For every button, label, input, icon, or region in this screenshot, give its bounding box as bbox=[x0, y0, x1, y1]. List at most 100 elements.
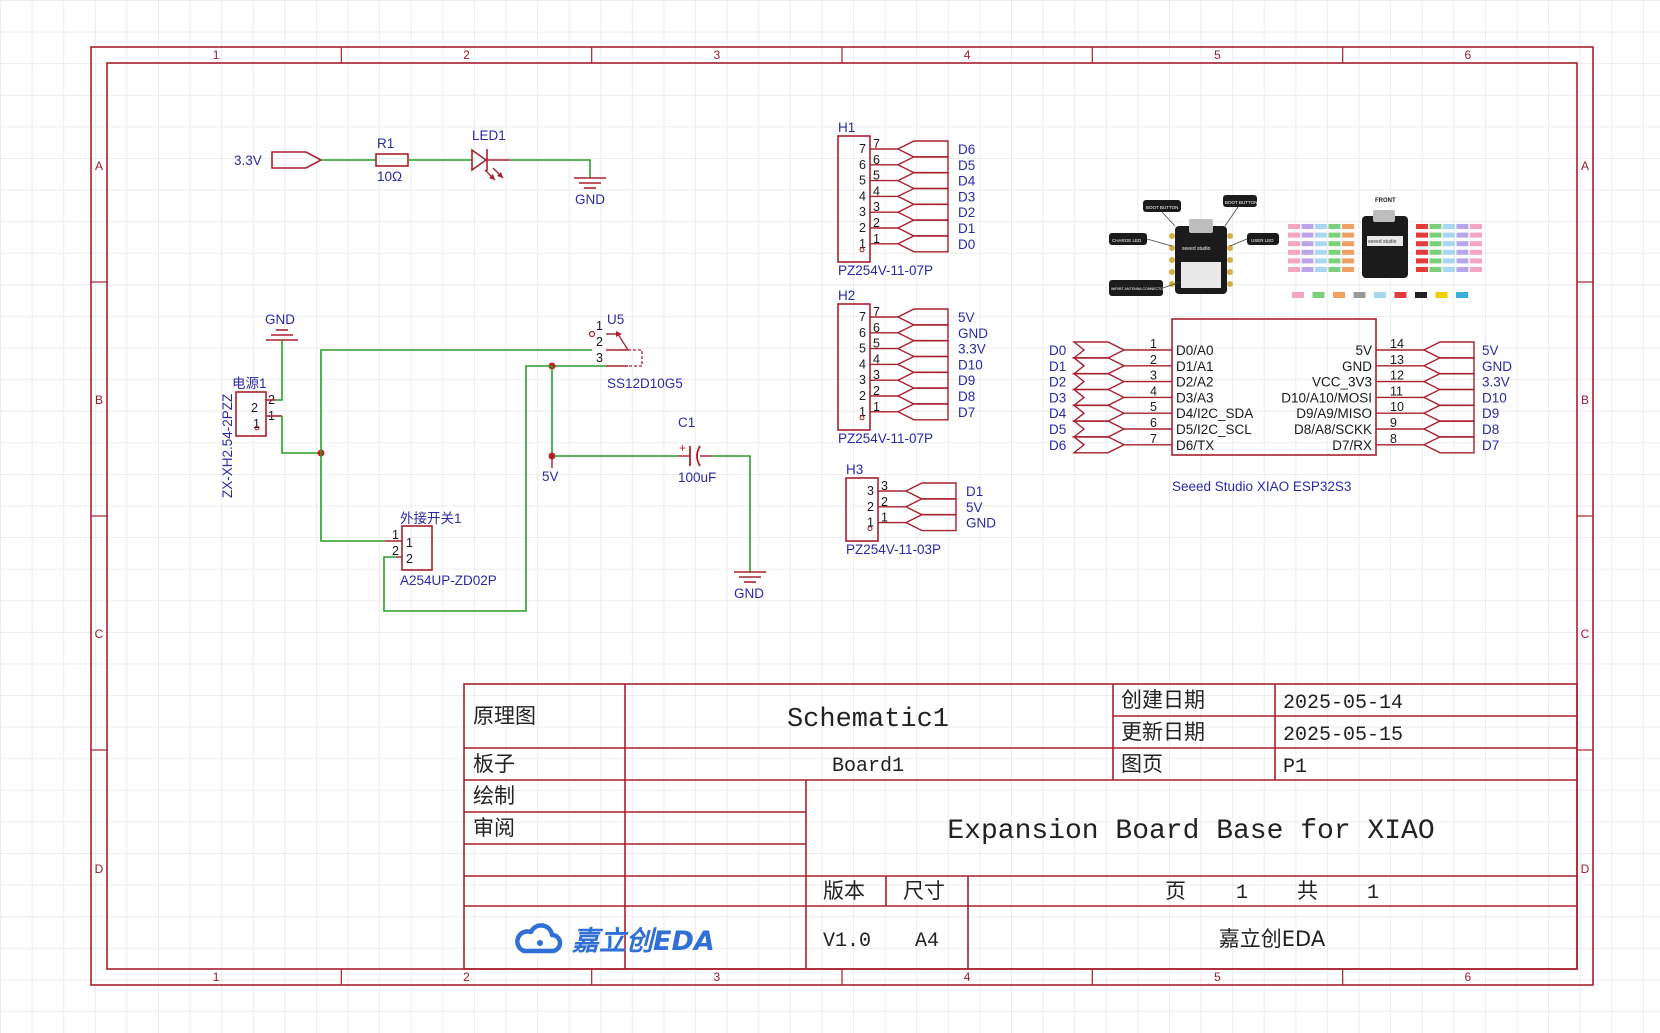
net-flag[interactable] bbox=[1422, 420, 1475, 438]
power-port-5v-label: 5V bbox=[542, 469, 559, 484]
net-flag[interactable] bbox=[1422, 372, 1475, 391]
h3-ref: H3 bbox=[846, 462, 863, 477]
tb-version-label: 版本 bbox=[823, 879, 865, 903]
net-flag[interactable] bbox=[896, 387, 949, 405]
xiao-pin-number: 7 bbox=[1150, 432, 1157, 446]
net-flag[interactable] bbox=[896, 339, 949, 358]
net-flag[interactable] bbox=[896, 203, 949, 221]
header-pin-number-inner: 3 bbox=[867, 484, 874, 498]
net-flag-label: 5V bbox=[1482, 343, 1499, 358]
callout-antenna bbox=[1109, 280, 1163, 296]
xiao-pin-name: D4/I2C_SDA bbox=[1176, 406, 1253, 421]
net-flag[interactable] bbox=[896, 187, 949, 206]
net-flag[interactable] bbox=[1422, 436, 1475, 454]
net-flag[interactable] bbox=[1422, 357, 1475, 375]
xiao-pin-number: 2 bbox=[1150, 353, 1157, 367]
net-flag[interactable] bbox=[1072, 436, 1126, 454]
header-pin-number-outer: 1 bbox=[881, 511, 888, 525]
net-flag[interactable] bbox=[1072, 372, 1126, 391]
net-flag-label: 3.3V bbox=[1482, 375, 1510, 390]
net-flag[interactable] bbox=[1072, 404, 1126, 422]
header-pin-number-outer: 1 bbox=[873, 400, 880, 414]
power-port-3v3[interactable] bbox=[271, 151, 323, 169]
callout-user-led bbox=[1247, 233, 1279, 245]
net-flag[interactable] bbox=[896, 140, 949, 158]
net-flag[interactable] bbox=[896, 355, 949, 374]
ext-switch-part: A254UP-ZD02P bbox=[400, 573, 497, 588]
header-pin-number-inner: 6 bbox=[859, 158, 866, 172]
header-pin-number-outer: 7 bbox=[873, 305, 880, 319]
net-flag-label: D6 bbox=[1049, 438, 1066, 453]
net-flag[interactable] bbox=[1072, 420, 1126, 438]
net-flag[interactable] bbox=[896, 308, 949, 326]
gnd-symbol-cap[interactable] bbox=[734, 571, 766, 583]
xiao-pin-number: 5 bbox=[1150, 400, 1157, 414]
tb-version: V1.0 bbox=[823, 930, 871, 953]
gnd-symbol-top[interactable] bbox=[266, 329, 298, 341]
header-pin-number-outer: 2 bbox=[873, 216, 880, 230]
led-indicator-circuit: 3.3V R1 10Ω LED1 GND bbox=[234, 128, 606, 207]
ext-switch-body[interactable] bbox=[401, 525, 433, 571]
r1-value: 10Ω bbox=[377, 169, 402, 184]
xiao-pin-name: D1/A1 bbox=[1176, 359, 1214, 374]
net-flag-label: D9 bbox=[958, 373, 975, 388]
net-flag[interactable] bbox=[1072, 341, 1126, 359]
net-flag-label: GND bbox=[966, 516, 996, 531]
net-flag-label: D9 bbox=[1482, 406, 1499, 421]
net-flag[interactable] bbox=[896, 156, 949, 174]
header-pin-number-outer: 4 bbox=[873, 184, 880, 198]
u5-switch-symbol[interactable] bbox=[588, 330, 643, 367]
net-flag[interactable] bbox=[1422, 341, 1475, 359]
header-pin-number-outer: 5 bbox=[873, 169, 880, 183]
net-flag-label: D0 bbox=[958, 237, 975, 252]
resistor-r1[interactable] bbox=[375, 153, 409, 167]
power-port-3v3-label: 3.3V bbox=[234, 153, 262, 168]
gnd-cap-label: GND bbox=[734, 586, 764, 601]
net-flag[interactable] bbox=[904, 513, 957, 532]
capacitor-c1[interactable]: + bbox=[678, 441, 712, 467]
net-flag[interactable] bbox=[1072, 357, 1126, 375]
frame-col-label-top: 5 bbox=[1214, 48, 1221, 62]
led1-symbol[interactable] bbox=[471, 148, 510, 181]
net-flag[interactable] bbox=[1422, 404, 1475, 422]
net-flag[interactable] bbox=[896, 324, 949, 342]
header-pin-number-inner: 1 bbox=[859, 237, 866, 251]
power-connector-body[interactable] bbox=[235, 391, 267, 437]
net-flag[interactable] bbox=[896, 219, 949, 237]
net-flag[interactable] bbox=[896, 371, 949, 389]
ext-switch-ref: 外接开关1 bbox=[400, 510, 462, 526]
frame-col-label-top: 6 bbox=[1465, 48, 1472, 62]
u5-pin-2: 2 bbox=[596, 335, 603, 349]
net-flag[interactable] bbox=[904, 498, 957, 516]
net-flag-label: D8 bbox=[958, 389, 975, 404]
ext-switch-pin-inner-1: 1 bbox=[406, 536, 413, 550]
net-flag-label: D0 bbox=[1049, 343, 1066, 358]
xiao-pinout-image: seeed studio BOOT BUTTON BOOT BUTTON CHA… bbox=[1109, 195, 1482, 298]
net-flag[interactable] bbox=[896, 235, 949, 253]
net-flag[interactable] bbox=[1422, 388, 1475, 407]
gnd-symbol-led[interactable] bbox=[574, 177, 606, 189]
xiao-pin-number: 3 bbox=[1150, 369, 1157, 383]
pinout-brand-front: seeed studio bbox=[1368, 239, 1397, 245]
frame-col-label-bottom: 6 bbox=[1465, 970, 1472, 984]
frame-col-label-bottom: 2 bbox=[463, 970, 470, 984]
header-pin-number-inner: 2 bbox=[859, 221, 866, 235]
xiao-pin-name: D3/A3 bbox=[1176, 390, 1214, 405]
net-flag-label: 5V bbox=[966, 500, 983, 515]
tb-total-num: 1 bbox=[1367, 882, 1379, 905]
net-flag[interactable] bbox=[904, 482, 957, 500]
xiao-pin-name: VCC_3V3 bbox=[1312, 375, 1372, 390]
net-flag[interactable] bbox=[896, 171, 949, 190]
xiao-pin-name: D9/A9/MISO bbox=[1296, 406, 1372, 421]
xiao-pin-name: D2/A2 bbox=[1176, 375, 1214, 390]
u5-pin-1: 1 bbox=[596, 319, 603, 333]
net-flag[interactable] bbox=[1072, 388, 1126, 407]
net-flag[interactable] bbox=[896, 403, 949, 421]
power-port-5v[interactable] bbox=[550, 454, 554, 468]
net-flag-label: D10 bbox=[958, 357, 983, 372]
